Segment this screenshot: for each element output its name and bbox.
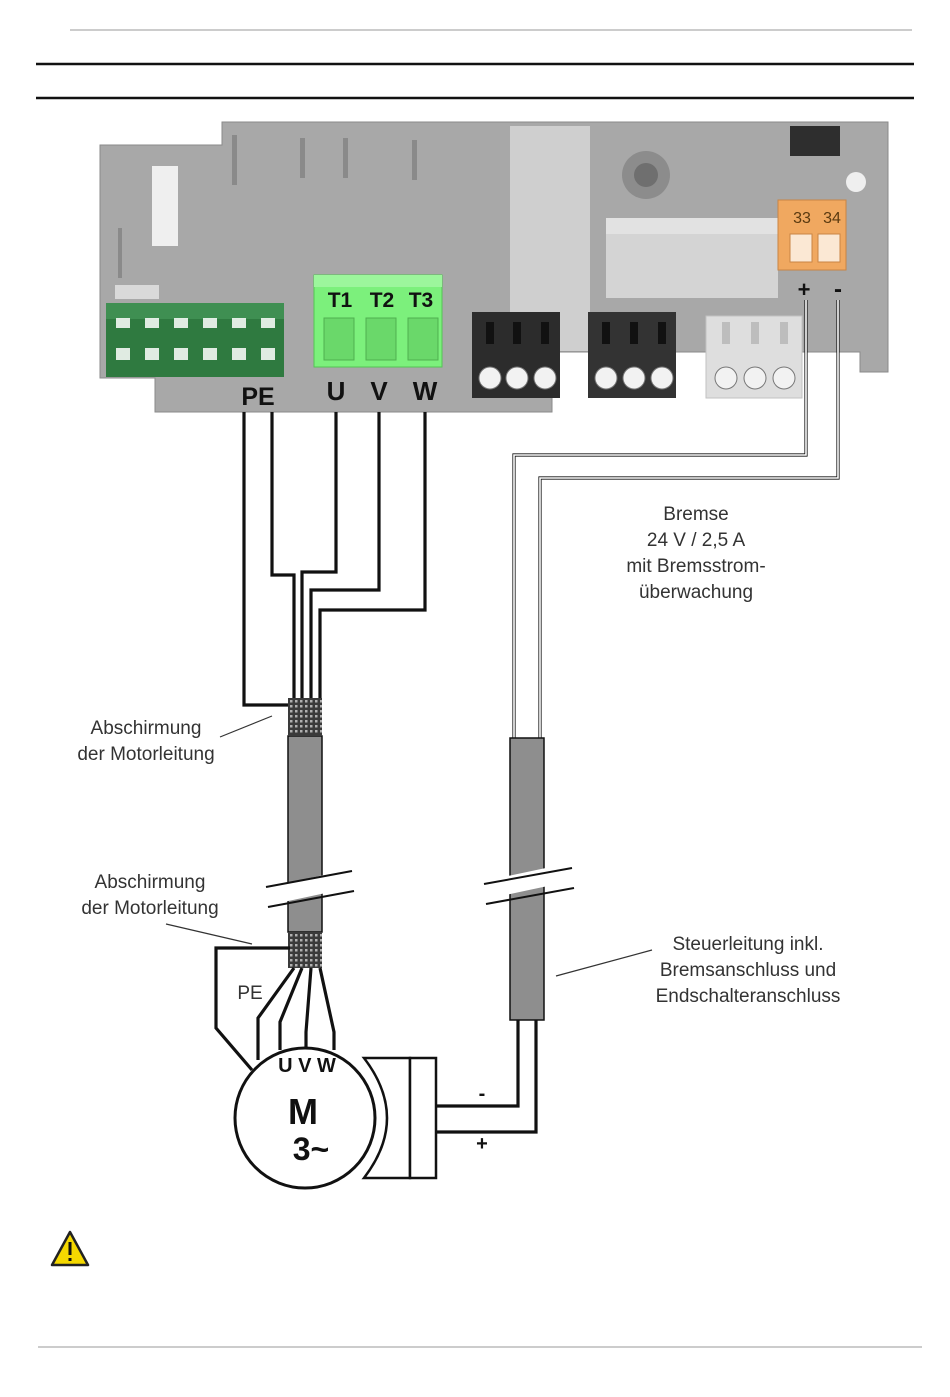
svg-text:24 V / 2,5 A: 24 V / 2,5 A: [647, 530, 746, 551]
motor-cable: [266, 698, 359, 968]
dark-green-terminal-block: [106, 303, 284, 377]
motor-pe-label: PE: [237, 983, 262, 1004]
svg-text:der Motorleitung: der Motorleitung: [81, 898, 218, 919]
svg-text:der Motorleitung: der Motorleitung: [77, 744, 214, 765]
motor-symbol-m: M: [288, 1091, 318, 1132]
svg-text:überwachung: überwachung: [639, 582, 753, 603]
motor-symbol-phase: 3~: [293, 1131, 329, 1167]
leader-control-cable: [556, 950, 652, 976]
motor-terminal-block: T1 T2 T3: [314, 275, 442, 367]
svg-text:Abschirmung: Abschirmung: [91, 718, 202, 739]
leader-shield-bottom: [166, 924, 252, 944]
terminal-label-t1: T1: [328, 289, 353, 312]
motor-symbol: U V W M 3~: [235, 1048, 436, 1188]
brake-spec-label: Bremse 24 V / 2,5 A mit Bremsstrom- über…: [626, 504, 765, 603]
brake-terminal-block: 33 34: [778, 200, 846, 270]
brake-plus-label: +: [476, 1133, 488, 1155]
terminal-u-label: U: [327, 376, 346, 406]
control-cable: [484, 738, 574, 1020]
svg-text:mit Bremsstrom-: mit Bremsstrom-: [626, 556, 765, 577]
terminal-pe-label: PE: [241, 383, 274, 411]
svg-text:Abschirmung: Abschirmung: [95, 872, 206, 893]
terminal-w-label: W: [413, 376, 438, 406]
brake-wires: [436, 300, 838, 1132]
shield-label-bottom: Abschirmung der Motorleitung: [81, 872, 218, 919]
polarity-minus-label: -: [834, 276, 842, 303]
svg-text:Bremse: Bremse: [663, 504, 728, 525]
shield-label-top: Abschirmung der Motorleitung: [77, 718, 214, 765]
brake-minus-label: -: [479, 1083, 486, 1105]
terminal-label-34: 34: [823, 210, 841, 227]
control-cable-label: Steuerleitung inkl. Bremsanschluss und E…: [656, 934, 841, 1007]
terminal-label-33: 33: [793, 210, 811, 227]
svg-text:Bremsanschluss und: Bremsanschluss und: [660, 960, 836, 981]
warning-triangle-icon: [52, 1232, 88, 1265]
motor-terminal-letters: U V W: [278, 1055, 336, 1077]
terminal-label-t2: T2: [370, 289, 395, 312]
svg-text:Steuerleitung inkl.: Steuerleitung inkl.: [672, 934, 823, 955]
motor-wires-top: [244, 412, 425, 705]
terminal-v-label: V: [370, 376, 388, 406]
terminal-label-t3: T3: [409, 289, 434, 312]
svg-text:Endschalteranschluss: Endschalteranschluss: [656, 986, 841, 1007]
polarity-plus-label: +: [798, 277, 811, 302]
leader-shield-top: [220, 716, 272, 737]
